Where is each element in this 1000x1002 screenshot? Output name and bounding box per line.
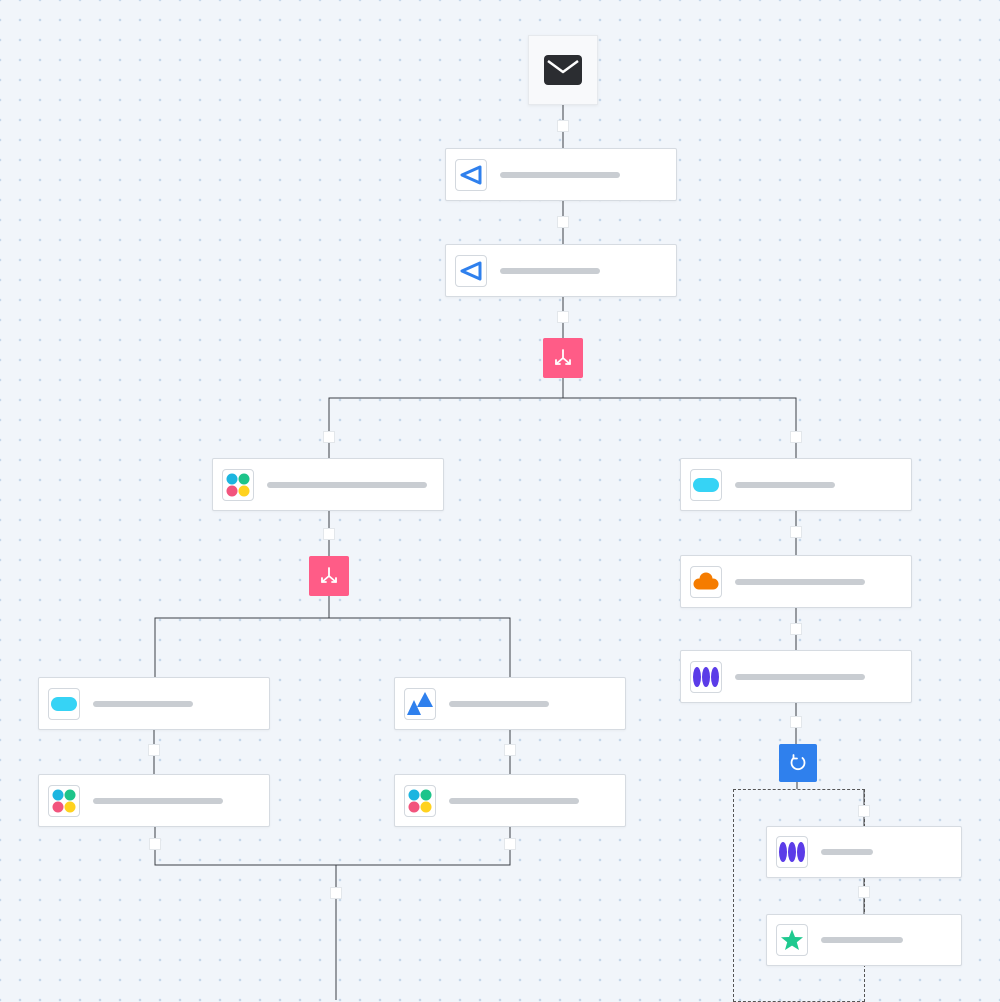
add-step-handle[interactable] [858,886,870,898]
add-step-handle[interactable] [557,311,569,323]
workflow-step[interactable] [766,914,962,966]
step-label-placeholder [821,849,873,855]
add-step-handle[interactable] [323,431,335,443]
loop-container [733,789,865,1002]
split-icon [555,349,571,365]
pill-app-icon [690,468,722,501]
step-label-placeholder [449,797,579,804]
add-step-handle[interactable] [504,744,516,756]
workflow-step[interactable] [38,774,270,827]
split-node-main[interactable] [543,338,583,378]
star-app-icon [776,924,808,956]
cloud-app-icon [690,565,722,598]
workflow-step[interactable] [38,677,270,730]
split-node-left[interactable] [309,556,349,596]
step-label-placeholder [735,578,865,585]
add-step-handle[interactable] [557,216,569,228]
bars-app-icon [776,836,808,868]
bars-app-icon [690,660,722,693]
four-dots-app-icon [404,784,436,817]
envelope-icon [544,55,582,85]
workflow-step[interactable] [212,458,444,511]
add-step-handle[interactable] [858,805,870,817]
loop-node[interactable] [779,744,817,782]
triangles-app-icon [404,687,436,720]
add-step-handle[interactable] [790,623,802,635]
add-step-handle[interactable] [504,838,516,850]
workflow-step[interactable] [680,650,912,703]
step-label-placeholder [735,673,865,680]
add-step-handle[interactable] [148,744,160,756]
four-dots-app-icon [48,784,80,817]
workflow-step[interactable] [394,677,626,730]
step-label-placeholder [93,700,193,707]
workflow-step[interactable] [445,244,677,297]
step-label-placeholder [735,481,835,488]
add-step-handle[interactable] [149,838,161,850]
workflow-step[interactable] [680,458,912,511]
add-step-handle[interactable] [323,528,335,540]
workflow-step[interactable] [766,826,962,878]
four-dots-app-icon [222,468,254,501]
step-label-placeholder [267,481,427,488]
add-step-handle[interactable] [557,120,569,132]
add-step-handle[interactable] [330,887,342,899]
workflow-step[interactable] [680,555,912,608]
add-step-handle[interactable] [790,716,802,728]
triangle-arrow-app-icon [455,254,487,287]
step-label-placeholder [500,267,600,274]
workflow-step[interactable] [445,148,677,201]
split-icon [321,567,337,583]
step-label-placeholder [449,700,549,707]
add-step-handle[interactable] [790,526,802,538]
step-label-placeholder [500,171,620,178]
step-label-placeholder [93,797,223,804]
email-trigger-node[interactable] [528,35,598,105]
loop-icon [790,754,806,771]
workflow-step[interactable] [394,774,626,827]
pill-app-icon [48,687,80,720]
step-label-placeholder [821,937,903,943]
add-step-handle[interactable] [790,431,802,443]
triangle-arrow-app-icon [455,158,487,191]
